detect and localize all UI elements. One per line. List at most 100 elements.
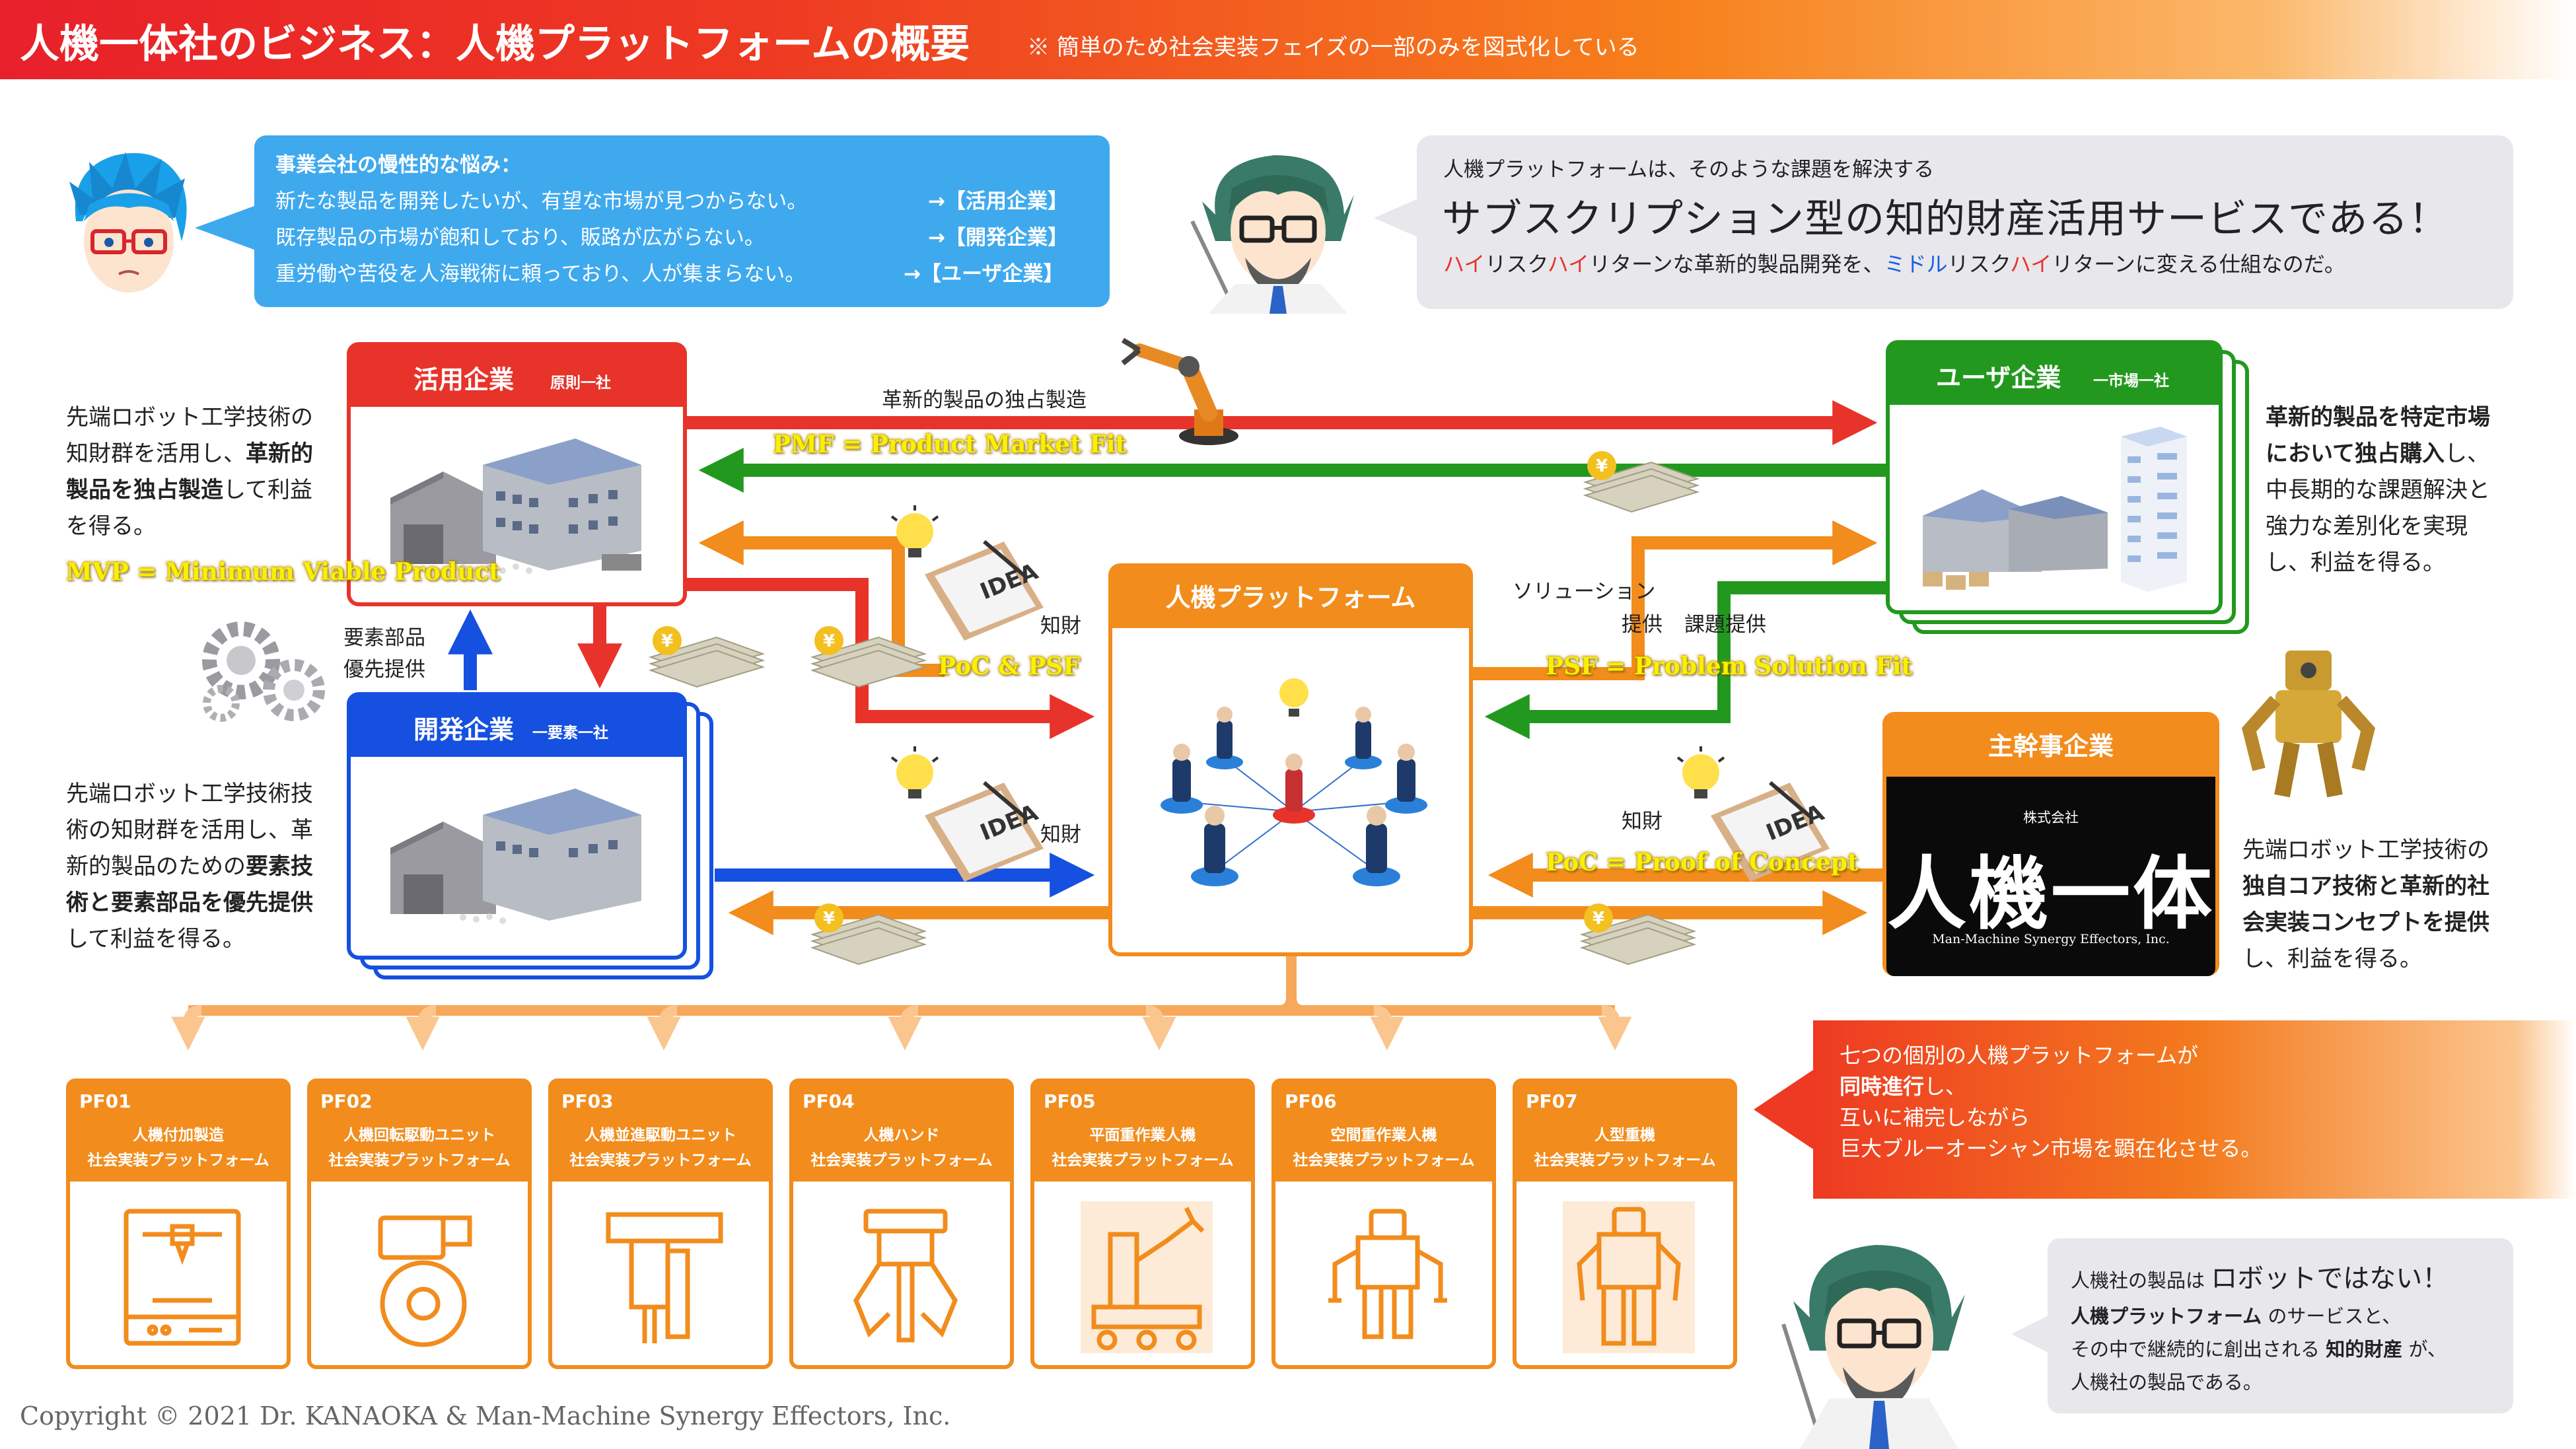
pf03-name-1: 人機並進駆動ユニット xyxy=(585,1127,736,1144)
user-desc-3: し、 xyxy=(2444,441,2489,467)
linear-actuator-icon xyxy=(606,1212,723,1343)
return-text-1: リターンな革新的製品開発を、 xyxy=(1589,252,1884,277)
solution-label-1: ソリューション xyxy=(1513,580,1656,604)
svg-text:¥: ¥ xyxy=(823,909,835,929)
note-line-4: 巨大ブルーオーシャン市場を顕在化させる。 xyxy=(1840,1136,2262,1161)
pf01-name-1: 人機付加製造 xyxy=(133,1127,224,1144)
svg-text:¥: ¥ xyxy=(1596,456,1608,476)
pf07-box: PF07 人型重機 社会実装プラットフォーム xyxy=(1513,1078,1737,1369)
solution-line-1: 人機プラットフォームは、そのような課題を解決する xyxy=(1443,158,1935,182)
pf03-id: PF03 xyxy=(561,1090,614,1112)
katsuyo-header: 活用企業 原則一社 xyxy=(351,346,683,407)
gears-icon xyxy=(202,621,325,722)
monopoly-label: 革新的製品の独占製造 xyxy=(882,388,1087,412)
idea-clipboard-icon: IDEA xyxy=(890,746,1044,882)
shukan-desc-4: し、利益を得る。 xyxy=(2242,946,2422,972)
arrow-user-to-platform xyxy=(1484,581,1886,740)
company-logo: 株式会社 人機一体 Man-Machine Synergy Effectors,… xyxy=(1886,777,2215,976)
pf03-header: PF03 人機並進駆動ユニット 社会実装プラットフォーム xyxy=(552,1082,769,1182)
kaihatsu-name: 開発企業 xyxy=(413,715,515,744)
pf04-id: PF04 xyxy=(803,1090,855,1112)
pf-branch-arrows xyxy=(171,1005,1632,1051)
factory-icon xyxy=(390,789,641,924)
logo-small: 株式会社 xyxy=(2023,810,2079,826)
solution-line-2: サブスクリプション型の知的財産活用サービスである！ xyxy=(1442,196,2449,242)
money-icon: ¥ xyxy=(648,626,766,688)
psf-label: PSF = Problem Solution Fit xyxy=(1546,653,1913,680)
product-line-3c: が、 xyxy=(2402,1338,2447,1361)
poc-psf-label: PoC & PSF xyxy=(938,653,1080,680)
pf02-name-1: 人機回転駆動ユニット xyxy=(343,1127,495,1144)
kaihatsu-note: 一要素一社 xyxy=(532,725,608,742)
problem-line-2: 既存製品の市場が飽和しており、販路が広がらない。 xyxy=(275,226,765,250)
pf01-id: PF01 xyxy=(79,1090,131,1112)
idea-clipboard-icon: IDEA xyxy=(1676,746,1830,882)
3d-printer-icon xyxy=(124,1209,241,1346)
poc-label: PoC = Proof of Concept xyxy=(1546,849,1859,876)
hi-1: ハイ xyxy=(1443,252,1485,277)
pf05-name-1: 平面重作業人機 xyxy=(1089,1127,1196,1144)
pf07-header: PF07 人型重機 社会実装プラットフォーム xyxy=(1517,1082,1733,1182)
arrow-platform-to-user xyxy=(1473,520,1878,680)
motor-icon xyxy=(378,1215,472,1347)
kaihatsu-desc-6: して利益を得る。 xyxy=(66,926,245,952)
money-icon: ¥ xyxy=(810,626,927,688)
heavy-robot-icon xyxy=(2242,651,2375,798)
katsuyo-name: 活用企業 xyxy=(413,365,515,394)
katsuyo-desc-3: 革新的 xyxy=(246,441,313,467)
solution-bubble: 人機プラットフォームは、そのような課題を解決する サブスクリプション型の知的財産… xyxy=(1417,135,2513,309)
platform-box: 人機プラットフォーム xyxy=(1108,563,1473,956)
pf05-header: PF05 平面重作業人機 社会実装プラットフォーム xyxy=(1034,1082,1251,1182)
note-line-1: 七つの個別の人機プラットフォームが xyxy=(1840,1043,2199,1068)
problem-tag-2: →【開発企業】 xyxy=(928,226,1068,250)
problem-bubble-pointer xyxy=(195,205,258,251)
user-desc-2: において独占購入 xyxy=(2266,441,2445,467)
hi-2: ハイ xyxy=(1547,252,1590,277)
katsuyo-note: 原則一社 xyxy=(550,374,611,392)
user-desc-5: 強力な差別化を実現 xyxy=(2266,513,2468,540)
product-line-1b: ロボットではない！ xyxy=(2211,1263,2449,1294)
product-line-3b: 知的財産 xyxy=(2326,1338,2403,1361)
platform-header: 人機プラットフォーム xyxy=(1112,567,1469,628)
factory-icon xyxy=(390,439,641,574)
blue-hair-character-icon xyxy=(69,152,187,293)
heavy-work-robot-icon xyxy=(1081,1201,1213,1353)
parts-label-1: 要素部品 xyxy=(343,626,425,650)
katsuyo-desc-5: して利益 xyxy=(223,477,312,503)
shukan-desc-2: 独自コア技術と革新的社 xyxy=(2242,873,2489,900)
pf07-id: PF07 xyxy=(1526,1090,1578,1112)
kaihatsu-description: 先端ロボット工学技術技 術の知財群を活用し、革 新的製品のための要素技 術と要素… xyxy=(66,776,343,958)
pf06-name-1: 空間重作業人機 xyxy=(1330,1127,1437,1144)
pf03-name-2: 社会実装プラットフォーム xyxy=(569,1152,752,1169)
parts-label-2: 優先提供 xyxy=(343,658,425,682)
svg-text:¥: ¥ xyxy=(823,631,835,651)
pf02-header: PF02 人機回転駆動ユニット 社会実装プラットフォーム xyxy=(311,1082,528,1182)
product-line-4: 人機社の製品である。 xyxy=(2071,1371,2262,1394)
risk-1: リスク xyxy=(1485,252,1548,277)
product-line-2b: のサービスと、 xyxy=(2262,1305,2402,1327)
pf04-name-2: 社会実装プラットフォーム xyxy=(810,1152,993,1169)
product-line-3: その中で継続的に創出される 知的財産 が、 xyxy=(2071,1334,2447,1362)
pf04-box: PF04 人機ハンド 社会実装プラットフォーム xyxy=(789,1078,1014,1369)
kaihatsu-desc-3: 新的製品のための xyxy=(66,853,246,880)
kaihatsu-desc-4: 要素技 xyxy=(246,853,313,880)
kaihatsu-header: 開発企業 一要素一社 xyxy=(351,696,683,757)
risk-2: リスク xyxy=(1947,252,2010,277)
problem-tag-1: →【活用企業】 xyxy=(928,190,1068,213)
robot-arm-icon xyxy=(1121,337,1238,445)
money-icon: ¥ xyxy=(1583,451,1700,513)
user-desc-1: 革新的製品を特定市場 xyxy=(2266,404,2490,431)
katsuyo-description: 先端ロボット工学技術の 知財群を活用し、革新的 製品を独占製造して利益 を得る。 xyxy=(66,400,343,545)
problem-line-1: 新たな製品を開発したいが、有望な市場が見つからない。 xyxy=(275,190,808,213)
pf06-id: PF06 xyxy=(1285,1090,1337,1112)
pf06-box: PF06 空間重作業人機 社会実装プラットフォーム xyxy=(1271,1078,1496,1369)
robot-hand-icon xyxy=(853,1209,958,1343)
note-line-3: 互いに補完しながら xyxy=(1840,1105,2030,1130)
pf02-box: PF02 人機回転駆動ユニット 社会実装プラットフォーム xyxy=(307,1078,532,1369)
person-icons xyxy=(1161,707,1427,886)
kaihatsu-desc-5: 術と要素部品を優先提供 xyxy=(66,890,313,916)
kaihatsu-desc-1: 先端ロボット工学技術技 xyxy=(66,781,313,807)
user-note: 一市場一社 xyxy=(2093,372,2169,390)
pf05-name-2: 社会実装プラットフォーム xyxy=(1052,1152,1234,1169)
pf05-box: PF05 平面重作業人機 社会実装プラットフォーム xyxy=(1030,1078,1255,1369)
